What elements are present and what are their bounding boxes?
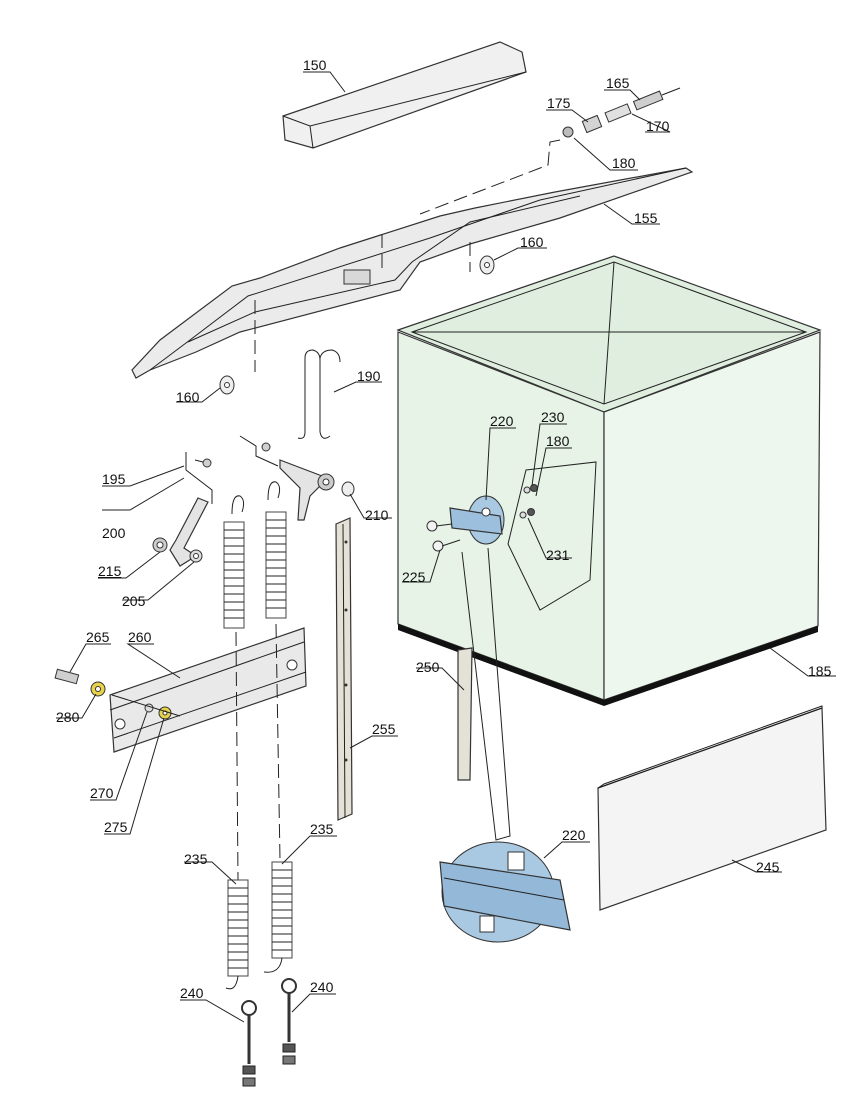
part-180-nut <box>562 126 574 138</box>
label-280: 280 <box>56 709 80 725</box>
part-155-handle-frame <box>131 167 694 379</box>
label-240-right: 240 <box>310 979 334 995</box>
part-230-washers <box>519 484 538 519</box>
label-180-top: 180 <box>612 155 636 171</box>
leader-lines <box>56 71 836 1023</box>
label-190: 190 <box>357 368 381 384</box>
part-220-bracket-small <box>449 495 505 545</box>
label-240-left: 240 <box>180 985 204 1001</box>
part-240-eye-bolt-right <box>281 978 297 1065</box>
label-231: 231 <box>546 547 570 563</box>
label-200: 200 <box>102 525 126 541</box>
part-175-nut <box>581 114 603 134</box>
part-150-cover-bar <box>282 41 527 149</box>
label-210: 210 <box>365 507 389 523</box>
part-240-eye-bolt-left <box>241 1000 257 1087</box>
label-230: 230 <box>541 409 565 425</box>
assembly-line-165 <box>419 139 561 215</box>
part-255-post <box>335 517 353 821</box>
label-180-cabinet: 180 <box>546 433 570 449</box>
label-220-small: 220 <box>490 413 514 429</box>
label-215: 215 <box>98 563 122 579</box>
label-160-right: 160 <box>520 234 544 250</box>
upper-spring-left <box>223 495 245 629</box>
part-250-post <box>457 647 473 781</box>
part-170-sleeve <box>604 103 632 123</box>
part-225-bolts <box>426 520 461 552</box>
part-190-s-hooks <box>297 349 341 439</box>
label-220-large: 220 <box>562 827 586 843</box>
label-245: 245 <box>756 859 780 875</box>
label-165: 165 <box>606 75 630 91</box>
part-215-bracket <box>152 497 209 567</box>
assembly-line-spring-left <box>235 631 239 881</box>
label-260: 260 <box>128 629 152 645</box>
part-210-bracket <box>239 435 355 521</box>
assembly-line-200 <box>185 452 213 504</box>
label-235-left: 235 <box>184 851 208 867</box>
label-160-left: 160 <box>176 389 200 405</box>
label-185: 185 <box>808 663 832 679</box>
label-195: 195 <box>102 471 126 487</box>
part-265-bolt <box>54 668 80 685</box>
label-255: 255 <box>372 721 396 737</box>
label-250: 250 <box>416 659 440 675</box>
part-280-brass-nut <box>90 681 106 697</box>
label-170: 170 <box>646 118 670 134</box>
assembly-line-265 <box>111 694 181 717</box>
part-205-bushing <box>189 549 203 563</box>
part-220-bracket-large <box>439 841 571 943</box>
part-labels: 150 165 175 170 180 155 160 160 190 195 … <box>56 57 832 1001</box>
lower-spring-left <box>225 879 249 990</box>
label-275: 275 <box>104 819 128 835</box>
part-160-washer-right <box>479 255 495 275</box>
label-265: 265 <box>86 629 110 645</box>
label-205: 205 <box>122 593 146 609</box>
label-270: 270 <box>90 785 114 801</box>
lower-spring-right <box>263 861 293 973</box>
part-160-washer-left <box>219 375 235 395</box>
upper-spring-right <box>265 481 287 619</box>
callout-cone-220 <box>461 547 511 841</box>
label-175: 175 <box>547 95 571 111</box>
part-185-cabinet <box>396 255 822 706</box>
label-155: 155 <box>634 210 658 226</box>
label-150: 150 <box>303 57 327 73</box>
part-165-bolt <box>632 87 681 111</box>
label-235-right: 235 <box>310 821 334 837</box>
part-245-panel <box>597 705 827 911</box>
label-225: 225 <box>402 569 426 585</box>
part-260-rail <box>109 627 307 753</box>
part-195-screw <box>194 458 212 468</box>
